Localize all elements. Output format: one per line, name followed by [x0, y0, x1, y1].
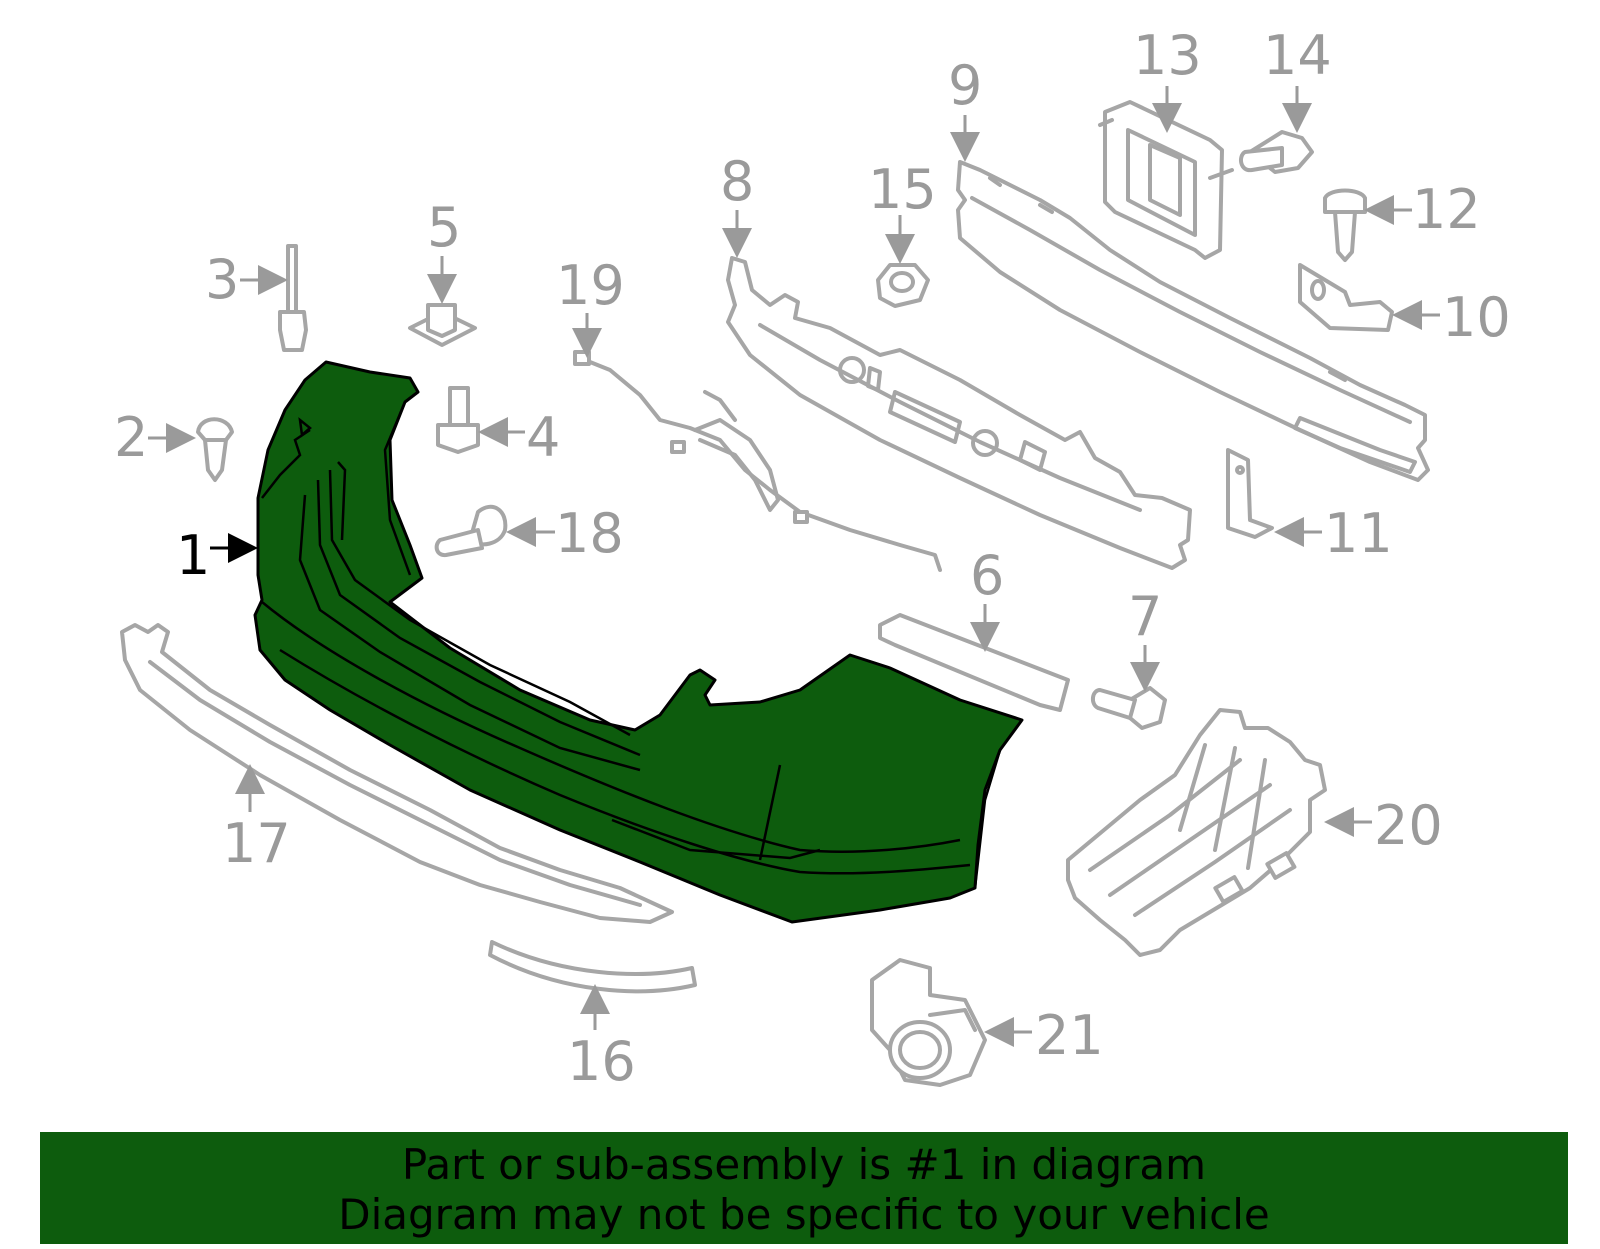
callout-7: 7	[1128, 585, 1162, 648]
part-12-screw	[1323, 188, 1367, 262]
callout-10: 10	[1442, 286, 1511, 349]
part-6-trim-strip	[878, 613, 1070, 712]
banner-line-1: Part or sub-assembly is #1 in diagram	[401, 1140, 1207, 1189]
part-11-bracket	[1226, 448, 1274, 539]
callout-labels: 1 2 3 4 5 6 7 8 9 10 11 12 13 14 15 16 1…	[114, 24, 1511, 1093]
callout-14: 14	[1263, 24, 1332, 87]
callout-15: 15	[868, 158, 937, 221]
bumper-cover-shape	[253, 360, 1024, 924]
callout-5: 5	[427, 196, 461, 259]
banner-line-2: Diagram may not be specific to your vehi…	[338, 1190, 1270, 1239]
callout-4: 4	[526, 406, 560, 469]
part-16-reflector-strip	[488, 940, 697, 994]
callout-11: 11	[1324, 502, 1393, 565]
part-2-push-clip	[196, 417, 234, 482]
callout-2: 2	[114, 406, 148, 469]
part-21-parking-sensor	[870, 958, 987, 1087]
part-5-clip	[408, 303, 477, 347]
part-20-splash-shield	[1066, 708, 1327, 957]
callout-3: 3	[205, 248, 239, 311]
part-7-bolt	[1091, 686, 1167, 730]
callout-16: 16	[567, 1030, 636, 1093]
callout-arrows	[148, 86, 1440, 1047]
callout-9: 9	[948, 54, 982, 117]
callout-13: 13	[1133, 24, 1202, 87]
callout-19: 19	[556, 254, 625, 317]
part-14-bolt	[1238, 130, 1314, 174]
part-13-mounting-bracket	[1098, 100, 1234, 260]
callout-6: 6	[970, 544, 1004, 607]
part-9-reinforcement-bar	[956, 160, 1430, 482]
part-18-bolt	[434, 504, 508, 558]
part-1-bumper-cover	[253, 360, 1024, 924]
callout-18: 18	[555, 502, 624, 565]
callout-8: 8	[720, 150, 754, 213]
part-8-energy-absorber	[726, 256, 1192, 570]
callout-21: 21	[1035, 1004, 1104, 1067]
part-3-pin	[278, 244, 308, 352]
parts-diagram: 1 2 3 4 5 6 7 8 9 10 11 12 13 14 15 16 1…	[114, 24, 1511, 1093]
disclaimer-banner: Part or sub-assembly is #1 in diagram Di…	[40, 1132, 1568, 1244]
part-19-wiring-harness	[573, 350, 942, 572]
part-15-nut	[876, 263, 930, 308]
callout-12: 12	[1412, 178, 1481, 241]
part-4-bolt	[436, 386, 480, 454]
part-10-bracket	[1298, 263, 1394, 332]
callout-20: 20	[1374, 794, 1443, 857]
callout-17: 17	[222, 812, 291, 875]
callout-1: 1	[176, 524, 210, 587]
